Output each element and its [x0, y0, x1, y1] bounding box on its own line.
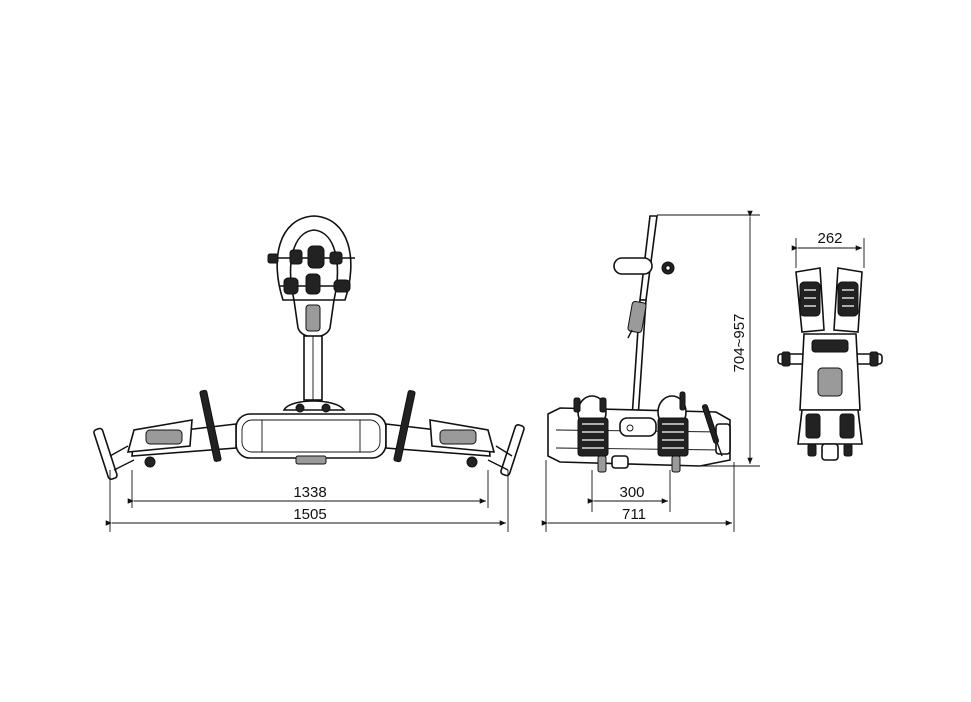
side-upright-post — [613, 215, 675, 419]
front-view — [93, 215, 525, 480]
side-left-clamp — [573, 395, 609, 473]
front-left-arm — [93, 389, 237, 480]
dimension-label-300: 300 — [619, 484, 644, 501]
dimension-label-1505: 1505 — [293, 506, 326, 523]
dimension-label-711: 711 — [622, 506, 646, 523]
side-platform — [547, 404, 731, 467]
front-center-housing — [235, 400, 387, 465]
side-dimensions — [541, 210, 760, 532]
dimension-label-1338: 1338 — [293, 484, 326, 501]
side-right-clamp — [657, 391, 689, 473]
front-dimensions — [105, 470, 509, 532]
side-view — [547, 215, 731, 473]
dimension-label-height: 704~957 — [731, 314, 748, 373]
folded-view — [777, 267, 883, 461]
front-upright-arch — [267, 215, 355, 301]
front-right-arm — [385, 390, 525, 477]
front-vertical-post — [293, 299, 335, 401]
dimension-label-262: 262 — [817, 230, 842, 247]
folded-dimensions — [791, 238, 865, 268]
